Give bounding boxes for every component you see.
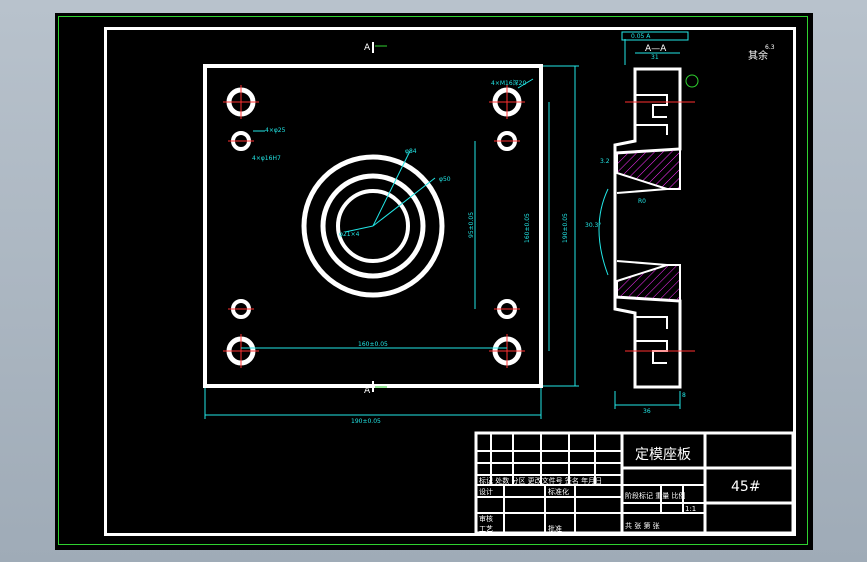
title-row-review: 审核 <box>479 514 493 523</box>
roughness-value: 6.3 <box>765 44 775 51</box>
title-scale: 1:1 <box>685 505 696 513</box>
section-outline <box>613 67 682 389</box>
title-row-design: 设计 <box>479 487 493 496</box>
dim-hole-large: 4×φ25 <box>265 127 286 134</box>
hatch-bottom <box>616 264 681 303</box>
dim-hole-tol: 4×φ16H7 <box>252 155 281 162</box>
dim-inner-span-y: 95±0.05 <box>468 212 475 238</box>
title-material: 45# <box>731 479 761 495</box>
dim-ring-outer: φ84 <box>405 148 417 155</box>
hatch-top <box>616 147 681 190</box>
section-view: 0.05 A 31 36 8 30.3° 3.2 R0 A—A 其余 6.3 <box>585 31 775 415</box>
sheet-outer-border <box>58 16 808 545</box>
dim-hole-span-x: 160±0.05 <box>358 341 388 348</box>
title-part-name: 定模座板 <box>635 447 691 463</box>
dim-angle: 30.3° <box>585 222 601 229</box>
dim-small-r: R0 <box>638 198 646 205</box>
dim-overall-height: 190±0.05 <box>562 213 569 243</box>
dim-depth: 3.2 <box>600 158 610 165</box>
title-row-standard: 标准化 <box>548 487 569 496</box>
dim-hole-span-y: 160±0.05 <box>524 213 531 243</box>
dim-ring-mid: φ50 <box>439 176 451 183</box>
drawing-frame <box>104 27 796 536</box>
ring-mid <box>320 173 426 279</box>
drawing-canvas: A A 190±0.05 160±0.05 190±0.05 160±0.05 … <box>203 31 795 535</box>
roughness-note: 其余 <box>748 49 768 62</box>
dim-width-bottom: 36 <box>643 408 651 415</box>
dim-offset: 8 <box>682 392 686 399</box>
ring-inner <box>336 189 410 263</box>
dim-ring-tol: φ21×4 <box>339 231 360 238</box>
section-marker-bottom: A <box>364 386 371 396</box>
title-row-process: 工艺 <box>479 525 493 533</box>
cad-viewport[interactable]: A A 190±0.05 160±0.05 190±0.05 160±0.05 … <box>55 13 813 550</box>
section-marker-top: A <box>364 43 371 53</box>
title-row-mark: 标记 处数 分区 更改文件号 签名 年月日 <box>479 476 602 485</box>
dim-overall-width: 190±0.05 <box>351 418 381 425</box>
dim-top-tol: 0.05 A <box>631 33 651 40</box>
section-view-label: A—A <box>645 44 667 54</box>
central-rings <box>301 154 445 298</box>
title-block <box>474 431 795 535</box>
ring-outer <box>301 154 445 298</box>
dim-hole-thread: 4×M16深20 <box>491 79 526 87</box>
plan-view: A A 190±0.05 160±0.05 190±0.05 160±0.05 … <box>203 42 579 425</box>
dim-width-top: 31 <box>651 54 659 61</box>
plan-dimension-lines <box>204 65 579 419</box>
hole-centerlines <box>223 85 525 368</box>
title-row-stage: 阶段标记 重量 比例 <box>625 491 685 500</box>
title-row-approve: 批准 <box>548 524 562 533</box>
title-row-sheet: 共 张 第 张 <box>625 521 660 530</box>
datum-circle <box>685 74 699 88</box>
